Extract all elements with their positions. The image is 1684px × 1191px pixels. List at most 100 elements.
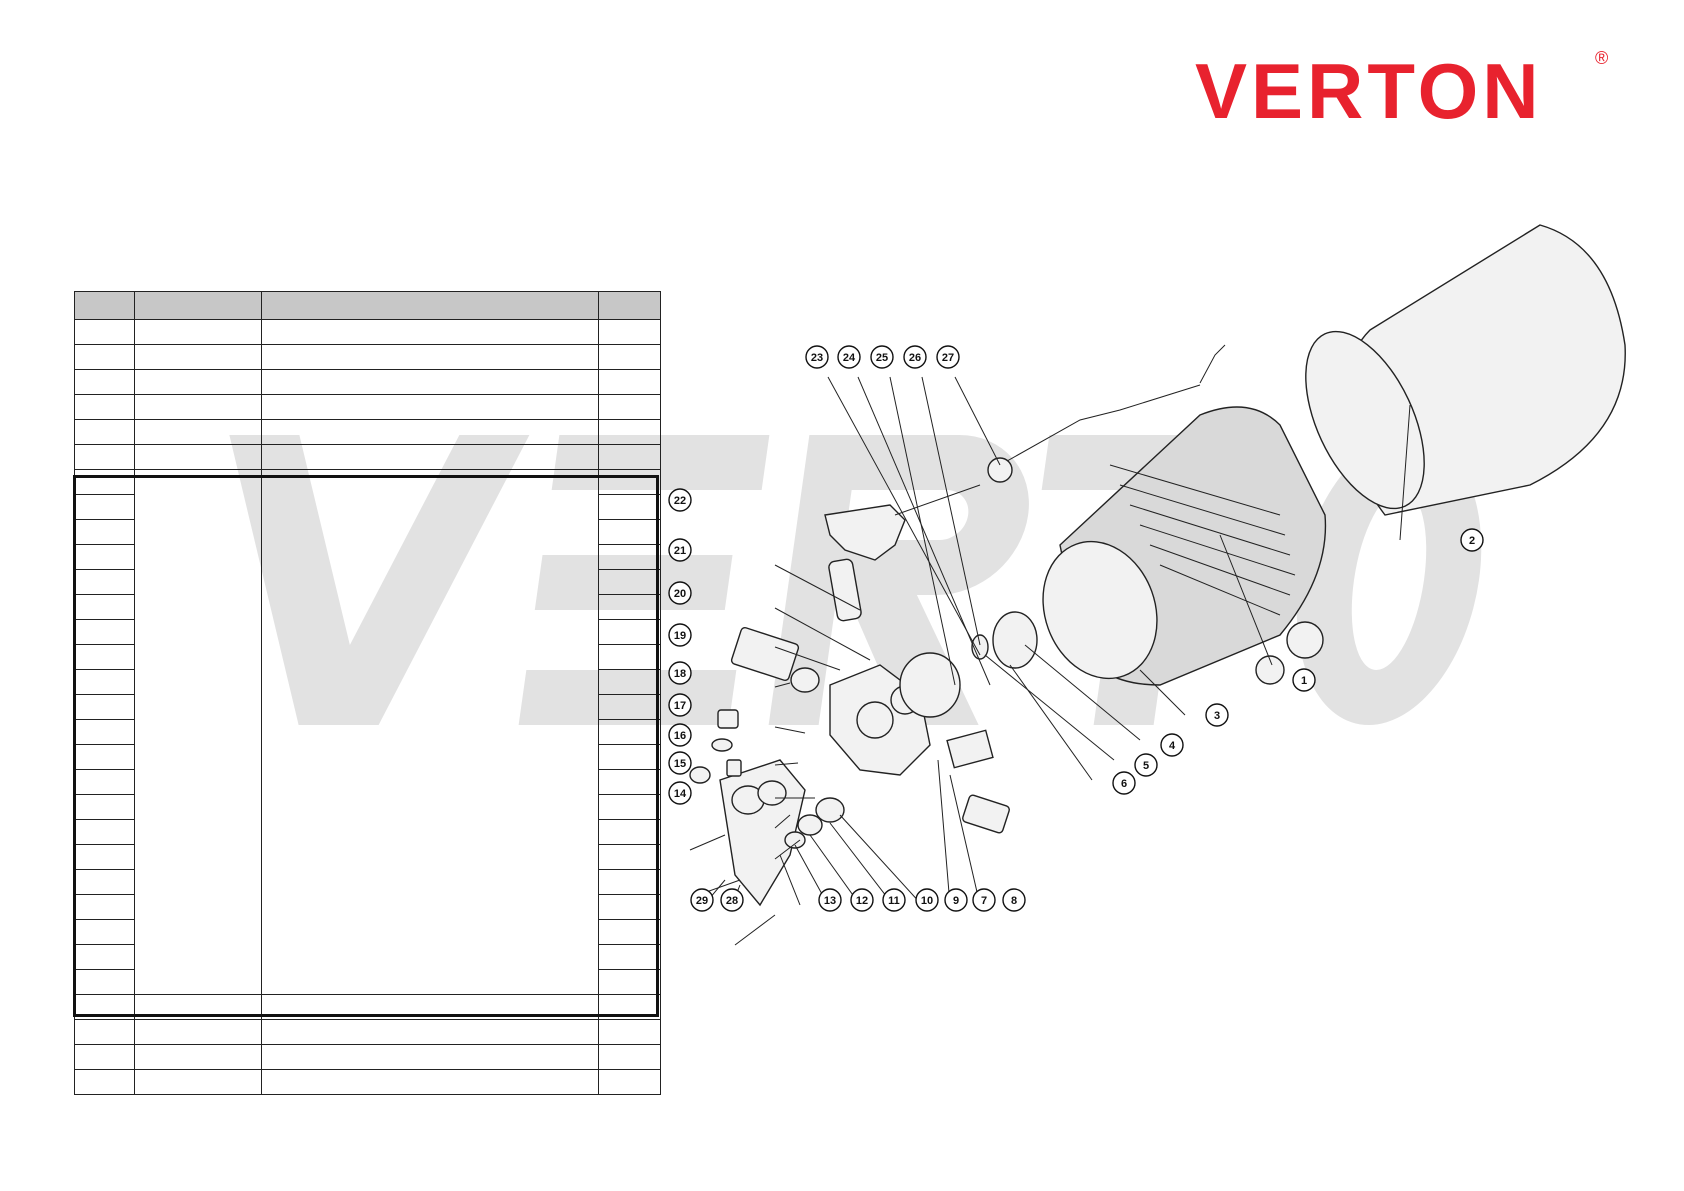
callout-1: 1	[1292, 668, 1316, 692]
callout-label: 29	[696, 895, 708, 907]
callout-label: 22	[674, 495, 686, 507]
table-row	[74, 444, 661, 470]
table-row	[74, 644, 661, 670]
table-row	[74, 594, 661, 620]
table-row	[74, 544, 661, 570]
callout-11: 11	[882, 888, 906, 912]
table-row	[74, 619, 661, 645]
seal-part	[992, 611, 1038, 669]
callout-12: 12	[850, 888, 874, 912]
callout-20: 20	[668, 581, 692, 605]
table-row	[74, 844, 661, 870]
table-row	[74, 1044, 661, 1070]
callout-label: 27	[942, 352, 954, 364]
header-cell	[74, 291, 135, 320]
table-row	[74, 519, 661, 545]
callout-label: 23	[811, 352, 823, 364]
callout-21: 21	[668, 538, 692, 562]
plug-part	[717, 709, 739, 729]
callout-19: 19	[668, 623, 692, 647]
callout-17: 17	[668, 693, 692, 717]
callout-22: 22	[668, 488, 692, 512]
callout-label: 3	[1214, 710, 1220, 722]
callout-label: 21	[674, 545, 686, 557]
pump-head-part	[829, 652, 994, 776]
callout-28: 28	[720, 888, 744, 912]
callout-label: 13	[824, 895, 836, 907]
manifold-part	[719, 759, 806, 907]
callout-3: 3	[1205, 703, 1229, 727]
table-row	[74, 794, 661, 820]
merged-name-cell	[261, 469, 599, 995]
callout-label: 24	[843, 352, 856, 364]
callout-label: 19	[674, 630, 686, 642]
callout-label: 26	[909, 352, 921, 364]
ring-part	[797, 814, 823, 836]
callout-2: 2	[1460, 528, 1484, 552]
callout-label: 7	[981, 895, 987, 907]
table-row	[74, 744, 661, 770]
valve-part	[828, 558, 862, 622]
outlet-fitting-part	[730, 626, 800, 682]
callout-10: 10	[915, 888, 939, 912]
callout-7: 7	[972, 888, 996, 912]
callout-label: 9	[953, 895, 959, 907]
table-row	[74, 319, 661, 345]
callout-label: 15	[674, 758, 686, 770]
table-row	[74, 369, 661, 395]
callout-label: 25	[876, 352, 888, 364]
header-cell	[134, 291, 262, 320]
callout-14: 14	[668, 781, 692, 805]
spring-part	[726, 759, 742, 777]
callout-label: 5	[1143, 760, 1149, 772]
table-row	[74, 669, 661, 695]
callout-label: 4	[1169, 740, 1176, 752]
callout-label: 1	[1301, 675, 1307, 687]
callout-8: 8	[1002, 888, 1026, 912]
callout-18: 18	[668, 661, 692, 685]
callout-9: 9	[944, 888, 968, 912]
logo-text: VERTON	[1195, 47, 1543, 135]
callout-label: 12	[856, 895, 868, 907]
cap-part	[689, 766, 711, 784]
registered-mark: ®	[1595, 48, 1609, 68]
table-row	[74, 1019, 661, 1045]
table-row	[74, 919, 661, 945]
o-ring-part	[711, 738, 733, 752]
callout-label: 20	[674, 588, 686, 600]
ring-part	[815, 797, 845, 823]
callout-27: 27	[936, 345, 960, 369]
callout-label: 17	[674, 700, 686, 712]
table-header-row	[74, 291, 661, 320]
callout-label: 6	[1121, 778, 1127, 790]
callout-label: 16	[674, 730, 686, 742]
header-cell	[598, 291, 661, 320]
header-cell	[261, 291, 599, 320]
callout-label: 14	[674, 788, 687, 800]
callout-29: 29	[690, 888, 714, 912]
callout-label: 8	[1011, 895, 1017, 907]
table-row	[74, 394, 661, 420]
callout-15: 15	[668, 751, 692, 775]
callout-6: 6	[1112, 771, 1136, 795]
ring-part	[784, 831, 806, 849]
table-row	[74, 469, 661, 995]
table-row	[74, 769, 661, 795]
table-row	[74, 969, 661, 995]
table-row	[74, 1069, 661, 1095]
callout-16: 16	[668, 723, 692, 747]
callout-26: 26	[903, 345, 927, 369]
table-row	[74, 869, 661, 895]
callout-label: 18	[674, 668, 686, 680]
parts-table	[74, 291, 661, 1095]
callout-label: 11	[888, 895, 900, 907]
callout-13: 13	[818, 888, 842, 912]
callout-24: 24	[837, 345, 861, 369]
table-row	[74, 419, 661, 445]
brand-logo: VERTON ®	[1195, 44, 1615, 134]
inlet-fitting-part	[962, 794, 1010, 834]
callout-5: 5	[1134, 753, 1158, 777]
o-ring-part	[790, 667, 820, 693]
